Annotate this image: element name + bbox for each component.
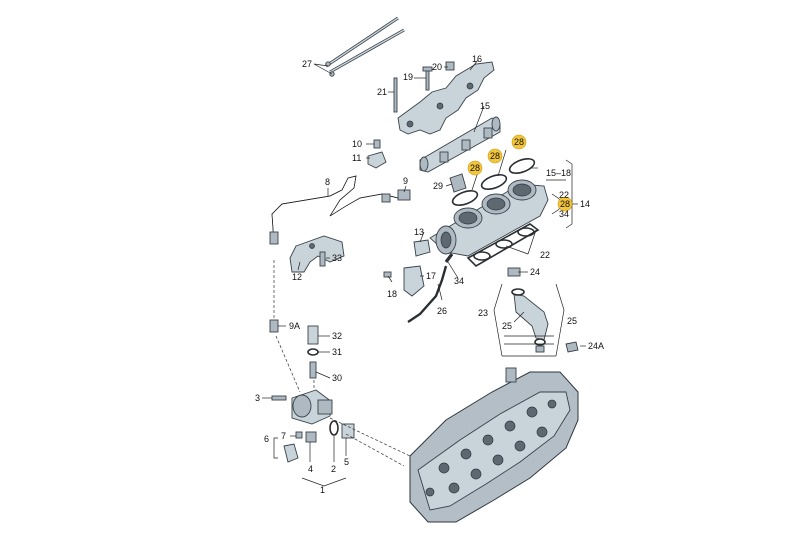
valve-6 [283,443,299,463]
label-15: 15 [480,101,490,111]
bolt-3 [271,395,287,401]
highlight-28a [467,160,483,176]
label-2: 2 [331,464,336,474]
label-29: 29 [433,181,443,191]
intake-manifold-14 [429,179,549,257]
label-21: 21 [377,87,387,97]
sleeve-5 [341,423,355,439]
label-9: 9 [403,176,408,186]
label-25b: 25 [567,316,577,326]
bracket-25 [493,283,565,357]
label-28b: 28 [490,151,500,161]
label-34b: 34 [454,276,464,286]
nut-4 [305,431,317,443]
label-5: 5 [344,457,349,467]
label-18: 18 [387,289,397,299]
leader-lines [262,59,586,487]
label-31: 31 [332,347,342,357]
fuel-line-8 [271,175,399,245]
label-19: 19 [403,72,413,82]
label-1: 1 [320,485,325,495]
fitting-9 [397,189,411,201]
seal-28a [451,190,479,206]
label-12: 12 [292,272,302,282]
bracket-12 [289,235,345,273]
label-28d: 28 [560,199,570,209]
label-24a: 24A [588,341,604,351]
label-34a: 34 [559,209,569,219]
highlight-28c [511,134,527,150]
tappet-30 [309,361,317,379]
bracket-16 [397,61,495,135]
seal-28b [480,174,508,190]
nut-20 [445,61,455,71]
hose-26 [407,265,448,323]
highlight-28d [557,196,573,212]
label-10: 10 [352,139,362,149]
label-30: 30 [332,373,342,383]
rods-27 [325,16,405,77]
clip-34 [444,253,454,263]
sensor-17 [403,265,425,297]
label-16: 16 [472,54,482,64]
highlight-28b [487,148,503,164]
label-26: 26 [437,306,447,316]
label-20: 20 [432,62,442,72]
cylinder-head [409,367,579,523]
label-8: 8 [325,177,330,187]
label-25a: 25 [502,321,512,331]
ring-2 [329,420,339,436]
bolt-7 [295,431,303,439]
bolt-33 [319,251,326,267]
seal-28c [508,158,536,174]
label-6: 6 [264,434,269,444]
label-22a: 22 [559,190,569,200]
label-32: 32 [332,331,342,341]
sensor-13 [413,239,431,257]
pump-1 [291,389,333,425]
label-24: 24 [530,267,540,277]
label-33: 33 [332,253,342,263]
label-23: 23 [478,308,488,318]
label-22b: 22 [540,250,550,260]
label-3: 3 [255,393,260,403]
label-27: 27 [302,59,312,69]
label-11: 11 [352,153,361,163]
label-13: 13 [414,227,424,237]
label-28a: 28 [470,163,480,173]
fuel-rail-15 [419,116,501,173]
bolt-18 [383,271,392,278]
part-labels: 27 19 20 16 21 15 10 11 8 9 29 28 28 28 … [255,54,604,495]
gasket-22 [466,223,540,268]
stud-21 [393,77,398,113]
fitting-9a [269,319,279,333]
label-15-18: 15–18 [546,168,571,178]
label-14: 14 [580,199,590,209]
label-9a: 9A [289,321,300,331]
sensor-11 [367,151,387,169]
sleeve-32 [307,325,319,345]
clip-24a [565,341,579,353]
bracket-29 [449,173,467,193]
ring-31 [307,348,319,356]
bolt-10 [373,139,381,149]
bolt-19 [425,69,430,91]
label-4: 4 [308,464,313,474]
label-7: 7 [281,431,286,441]
label-17: 17 [426,271,436,281]
label-28c: 28 [514,137,524,147]
